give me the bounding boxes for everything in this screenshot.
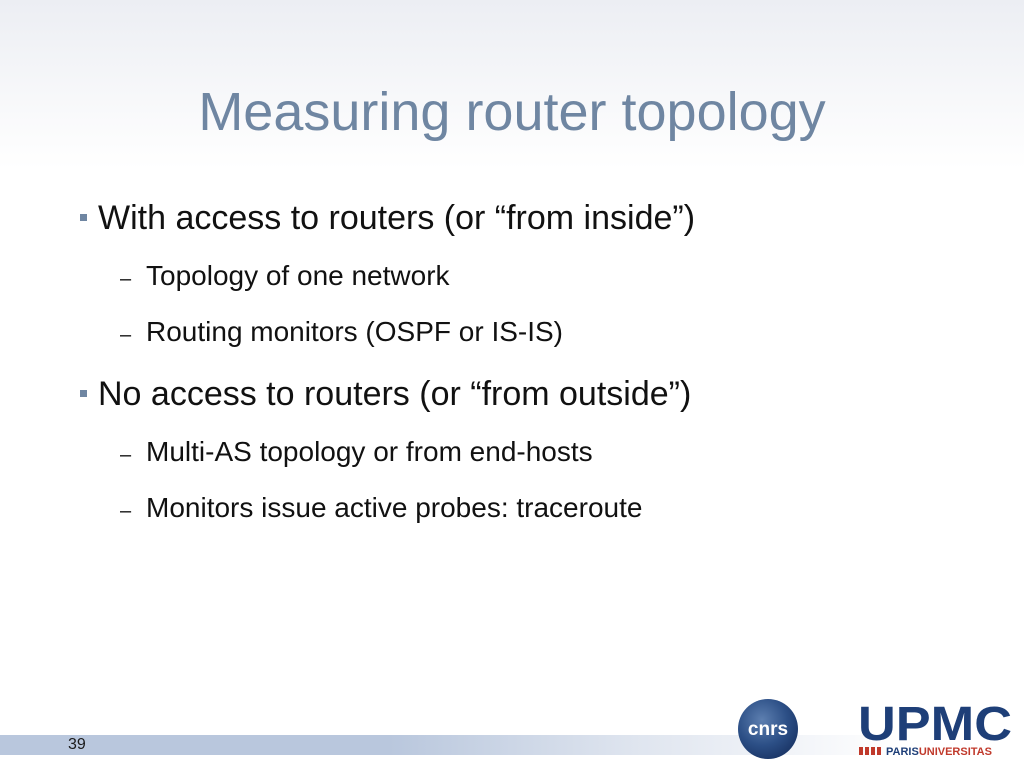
- sub-bullet-text: Monitors issue active probes: traceroute: [146, 492, 643, 523]
- square-bullet-icon: [80, 214, 87, 221]
- cnrs-logo: cnrs: [738, 699, 798, 759]
- bullet-text: With access to routers (or “from inside”…: [98, 199, 696, 237]
- sub-bullet-item: – Multi-AS topology or from end-hosts: [80, 424, 980, 480]
- bullet-item: No access to routers (or “from outside”): [80, 364, 980, 424]
- slide-title: Measuring router topology: [198, 82, 826, 142]
- page-number: 39: [68, 736, 86, 753]
- upmc-tagline: PARISUNIVERSITAS: [886, 746, 992, 758]
- upmc-logo: UPMC PARISUNIVERSITAS: [858, 700, 1012, 758]
- sub-bullet-item: – Routing monitors (OSPF or IS-IS): [80, 304, 980, 360]
- sub-bullet-text: Topology of one network: [146, 260, 450, 291]
- slide-content: With access to routers (or “from inside”…: [80, 188, 980, 536]
- dash-icon: –: [120, 444, 132, 466]
- sub-bullet-text: Multi-AS topology or from end-hosts: [146, 436, 593, 467]
- dash-icon: –: [120, 324, 132, 346]
- bullet-text: No access to routers (or “from outside”): [98, 375, 692, 413]
- cnrs-logo-text: cnrs: [748, 719, 788, 740]
- dash-icon: –: [120, 268, 132, 290]
- sub-bullet-item: – Topology of one network: [80, 248, 980, 304]
- sub-bullet-item: – Monitors issue active probes: tracerou…: [80, 480, 980, 536]
- dash-icon: –: [120, 500, 132, 522]
- upmc-logo-text: UPMC: [858, 700, 1012, 751]
- bullet-item: With access to routers (or “from inside”…: [80, 188, 980, 248]
- square-bullet-icon: [80, 390, 87, 397]
- sub-bullet-text: Routing monitors (OSPF or IS-IS): [146, 316, 564, 347]
